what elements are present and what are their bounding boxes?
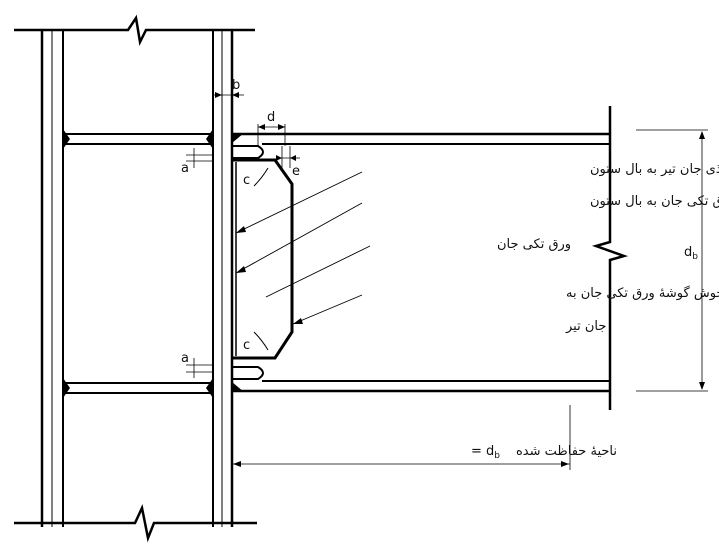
leader-fillet-arrow (293, 318, 303, 324)
dim-d-arrow-left (258, 124, 265, 130)
label-cjp-weld: جوش نفوذی جان تیر به بال ستون (590, 162, 719, 177)
annotation-labels: جوش نفوذی جان تیر به بال ستون جوش ورق تک… (497, 162, 719, 334)
leader-lines (235, 171, 371, 325)
dim-b-arrow-right (232, 92, 239, 98)
dim-e-label: e (292, 164, 300, 179)
dim-d-label: d (267, 110, 275, 125)
clip-c-bottom-label: c (243, 338, 250, 353)
leader-single-plate (265, 245, 371, 298)
protected-zone-dimension: ناحیهٔ حفاظت شده = db (231, 405, 617, 470)
weld-access-holes (232, 145, 264, 380)
continuity-weld-bottom-right (206, 378, 213, 398)
pz-arrow-right (561, 461, 569, 467)
dimensions: b d e a a c c (181, 78, 300, 378)
beam-top-flange-weld (232, 133, 244, 143)
db-label: db (684, 245, 698, 262)
beam-break-line (591, 106, 629, 410)
leader-fillet-weld (292, 294, 363, 325)
label-plate-to-flange-weld: جوش ورق تکی جان به بال ستون (590, 194, 719, 209)
beam (232, 106, 629, 410)
beam-bottom-flange-weld (232, 382, 244, 392)
db-arrow-top (699, 131, 705, 139)
db-arrow-bottom (699, 382, 705, 390)
continuity-weld-top-left (63, 129, 70, 149)
dim-e-arrow-left (276, 155, 282, 161)
column-bottom-break-line (14, 504, 257, 543)
dim-b-label: b (232, 78, 240, 93)
single-plate-outline (233, 158, 294, 360)
leader-cjp-arrow (236, 226, 246, 233)
leader-cjp-weld (235, 171, 363, 234)
protected-zone-eq: = db (471, 444, 500, 461)
leader-plate-weld (235, 202, 363, 274)
continuity-weld-top-right (206, 129, 213, 149)
continuity-plates (63, 129, 213, 398)
label-fillet-weld-line2: جان تیر (565, 319, 606, 334)
protected-zone-label: ناحیهٔ حفاظت شده (516, 444, 617, 459)
continuity-weld-bottom-left (63, 378, 70, 398)
column-top-break-line (14, 14, 255, 46)
dim-b-arrow-left (215, 92, 222, 98)
leader-plate-arrow (236, 266, 246, 273)
column (14, 14, 257, 543)
dim-a-top-label: a (181, 161, 189, 176)
beam-depth-dimension: db (636, 129, 708, 392)
label-fillet-weld-line1: جوش گوشهٔ ورق تکی جان به (566, 285, 719, 301)
clip-c-top-label: c (243, 173, 250, 188)
clip-angle-bottom (253, 331, 269, 351)
clip-angle-top (253, 167, 269, 187)
access-hole-bottom (232, 366, 264, 380)
pz-arrow-left (233, 461, 241, 467)
access-hole-top (232, 145, 264, 159)
dim-d-arrow-right (278, 124, 285, 130)
single-plate (233, 158, 294, 360)
dim-e-arrow-right (290, 155, 296, 161)
label-single-plate: ورق تکی جان (497, 237, 571, 252)
dim-a-bottom-label: a (181, 351, 189, 366)
